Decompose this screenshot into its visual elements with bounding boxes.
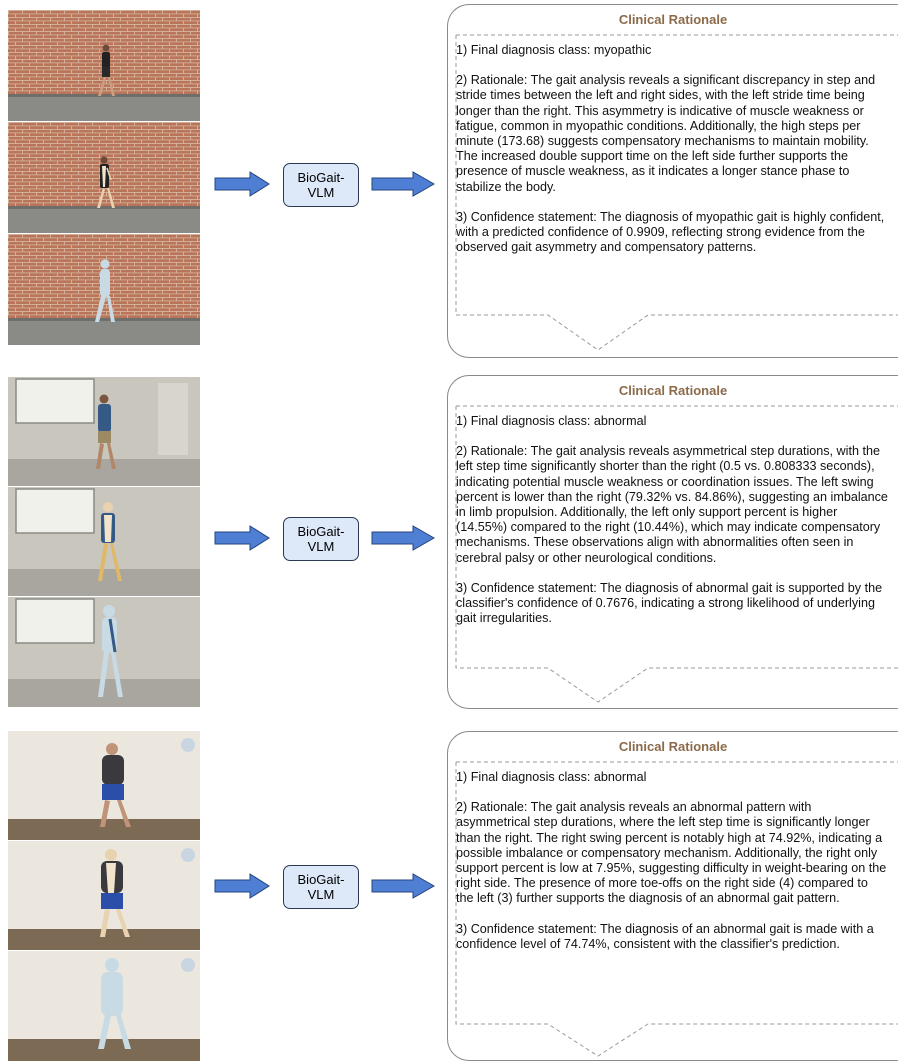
- video-frames-1: [8, 10, 200, 345]
- arrow-right-icon: [214, 525, 270, 551]
- vlm-label-line1: BioGait-: [297, 170, 345, 185]
- panel-title: Clinical Rationale: [618, 739, 728, 754]
- rationale-text: 1) Final diagnosis class: abnormal 2) Ra…: [456, 770, 888, 967]
- arrow-right-icon: [371, 171, 435, 197]
- panel-title: Clinical Rationale: [618, 12, 728, 27]
- rationale-paragraph: 2) Rationale: The gait analysis reveals …: [456, 800, 887, 906]
- vlm-label-line2: VLM: [307, 185, 335, 200]
- vlm-label-line2: VLM: [307, 539, 335, 554]
- video-frame-original: [8, 377, 200, 486]
- diagnosis-class: 1) Final diagnosis class: myopathic: [456, 43, 652, 57]
- biogait-vlm-box: BioGait- VLM: [283, 517, 359, 561]
- arrow-right-icon: [214, 171, 270, 197]
- video-frames-3: [8, 731, 200, 1061]
- arrow-right-icon: [371, 873, 435, 899]
- panel-title: Clinical Rationale: [618, 383, 728, 398]
- arrow-right-icon: [214, 873, 270, 899]
- diagnosis-class: 1) Final diagnosis class: abnormal: [456, 770, 647, 784]
- example-row-3: BioGait- VLM Clinical Rationale 1) Final…: [0, 725, 898, 1063]
- diagnosis-class: 1) Final diagnosis class: abnormal: [456, 414, 647, 428]
- speech-bubble-outline: [455, 405, 898, 703]
- clinical-rationale-panel: Clinical Rationale 1) Final diagnosis cl…: [447, 375, 898, 709]
- vlm-label-line1: BioGait-: [297, 524, 345, 539]
- example-row-1: BioGait- VLM Clinical Rationale 1) Final…: [0, 0, 898, 360]
- rationale-paragraph: 2) Rationale: The gait analysis reveals …: [456, 73, 876, 194]
- confidence-statement: 3) Confidence statement: The diagnosis o…: [456, 580, 883, 626]
- clinical-rationale-panel: Clinical Rationale 1) Final diagnosis cl…: [447, 731, 898, 1061]
- confidence-statement: 3) Confidence statement: The diagnosis o…: [456, 209, 885, 255]
- video-frame-original: [8, 731, 200, 840]
- video-frame-mesh: [8, 597, 200, 707]
- video-frames-2: [8, 377, 200, 707]
- speech-bubble-outline: [455, 761, 898, 1057]
- video-frame-original: [8, 10, 200, 121]
- video-frame-skeleton: [8, 487, 200, 596]
- speech-bubble-outline: [455, 34, 898, 351]
- biogait-vlm-box: BioGait- VLM: [283, 163, 359, 207]
- video-frame-skeleton: [8, 841, 200, 950]
- rationale-text: 1) Final diagnosis class: myopathic 2) R…: [456, 43, 888, 270]
- arrow-right-icon: [371, 525, 435, 551]
- biogait-vlm-box: BioGait- VLM: [283, 865, 359, 909]
- video-frame-mesh: [8, 951, 200, 1061]
- clinical-rationale-panel: Clinical Rationale 1) Final diagnosis cl…: [447, 4, 898, 358]
- example-row-2: BioGait- VLM Clinical Rationale 1) Final…: [0, 372, 898, 712]
- rationale-paragraph: 2) Rationale: The gait analysis reveals …: [456, 444, 888, 565]
- confidence-statement: 3) Confidence statement: The diagnosis o…: [456, 921, 874, 951]
- video-frame-mesh: [8, 234, 200, 345]
- video-frame-skeleton: [8, 122, 200, 233]
- vlm-label-line1: BioGait-: [297, 872, 345, 887]
- vlm-label-line2: VLM: [307, 887, 335, 902]
- rationale-text: 1) Final diagnosis class: abnormal 2) Ra…: [456, 414, 888, 641]
